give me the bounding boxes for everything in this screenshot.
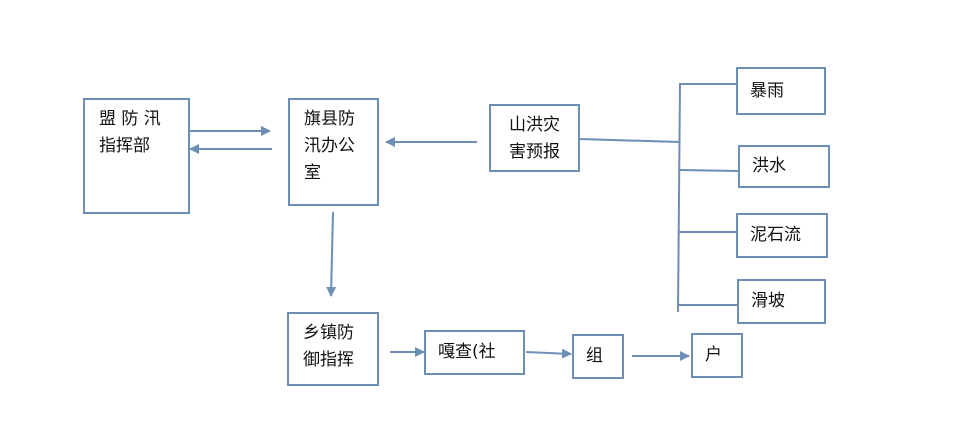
- node-zu: 组: [572, 334, 624, 379]
- connector-trunk: [677, 82, 681, 313]
- arrow-qixian-to-xiangzhen: [326, 211, 337, 297]
- node-baoyu: 暴雨: [736, 67, 826, 115]
- node-qixian-office: 旗县防 汛办公 室: [288, 98, 379, 206]
- node-meng-command: 盟 防 汛 指挥部: [83, 98, 190, 214]
- node-huapo: 滑坡: [737, 279, 826, 324]
- node-nishiliu: 泥石流: [736, 213, 828, 258]
- node-gacha: 嘎查(社: [424, 330, 525, 375]
- node-hu: 户: [691, 333, 743, 378]
- arrow-gacha-to-zu: [525, 348, 572, 359]
- node-flood-warning: 山洪灾 害预报: [489, 104, 580, 172]
- node-xiangzhen-command: 乡镇防 御指挥: [287, 312, 379, 386]
- connector-branch-hongshui: [679, 169, 739, 172]
- node-hongshui: 洪水: [738, 145, 830, 188]
- connector-warning-to-trunk: [578, 138, 681, 143]
